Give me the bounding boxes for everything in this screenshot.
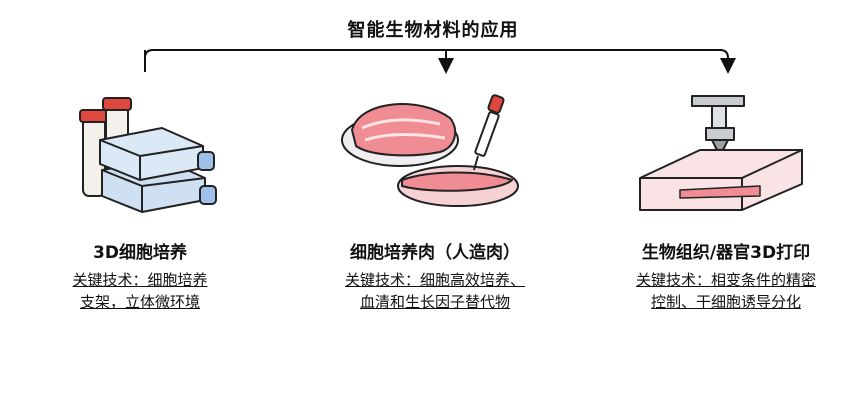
bracket-connector [144, 49, 736, 74]
column-cultured-meat: 细胞培养肉（人造肉） 关键技术：细胞高效培养、 血清和生长因子替代物 [285, 238, 585, 313]
cultured-meat-icon [341, 94, 519, 207]
column-heading: 细胞培养肉（人造肉） [350, 243, 520, 263]
column-3d-cell-culture: 3D细胞培养 关键技术：细胞培养 支架，立体微环境 [20, 238, 260, 313]
bioprinter-icon [639, 95, 803, 211]
diagram-title: 智能生物材料的应用 [347, 20, 519, 41]
description-line: 支架，立体微环境 [79, 293, 200, 311]
culture-flask-icon [79, 97, 217, 213]
column-description: 关键技术：相变条件的精密 控制、干细胞诱导分化 [586, 269, 866, 313]
description-line: 关键技术：细胞培养 [72, 271, 208, 289]
column-description: 关键技术：细胞培养 支架，立体微环境 [20, 269, 260, 313]
description-line: 控制、干细胞诱导分化 [650, 293, 801, 311]
column-bioprinting: 生物组织/器官3D打印 关键技术：相变条件的精密 控制、干细胞诱导分化 [586, 238, 866, 313]
description-line: 关键技术：相变条件的精密 [635, 271, 816, 289]
column-description: 关键技术：细胞高效培养、 血清和生长因子替代物 [285, 269, 585, 313]
description-line: 血清和生长因子替代物 [359, 293, 510, 311]
column-heading: 3D细胞培养 [93, 243, 187, 263]
description-line: 关键技术：细胞高效培养、 [344, 271, 525, 289]
column-heading: 生物组织/器官3D打印 [641, 243, 811, 263]
